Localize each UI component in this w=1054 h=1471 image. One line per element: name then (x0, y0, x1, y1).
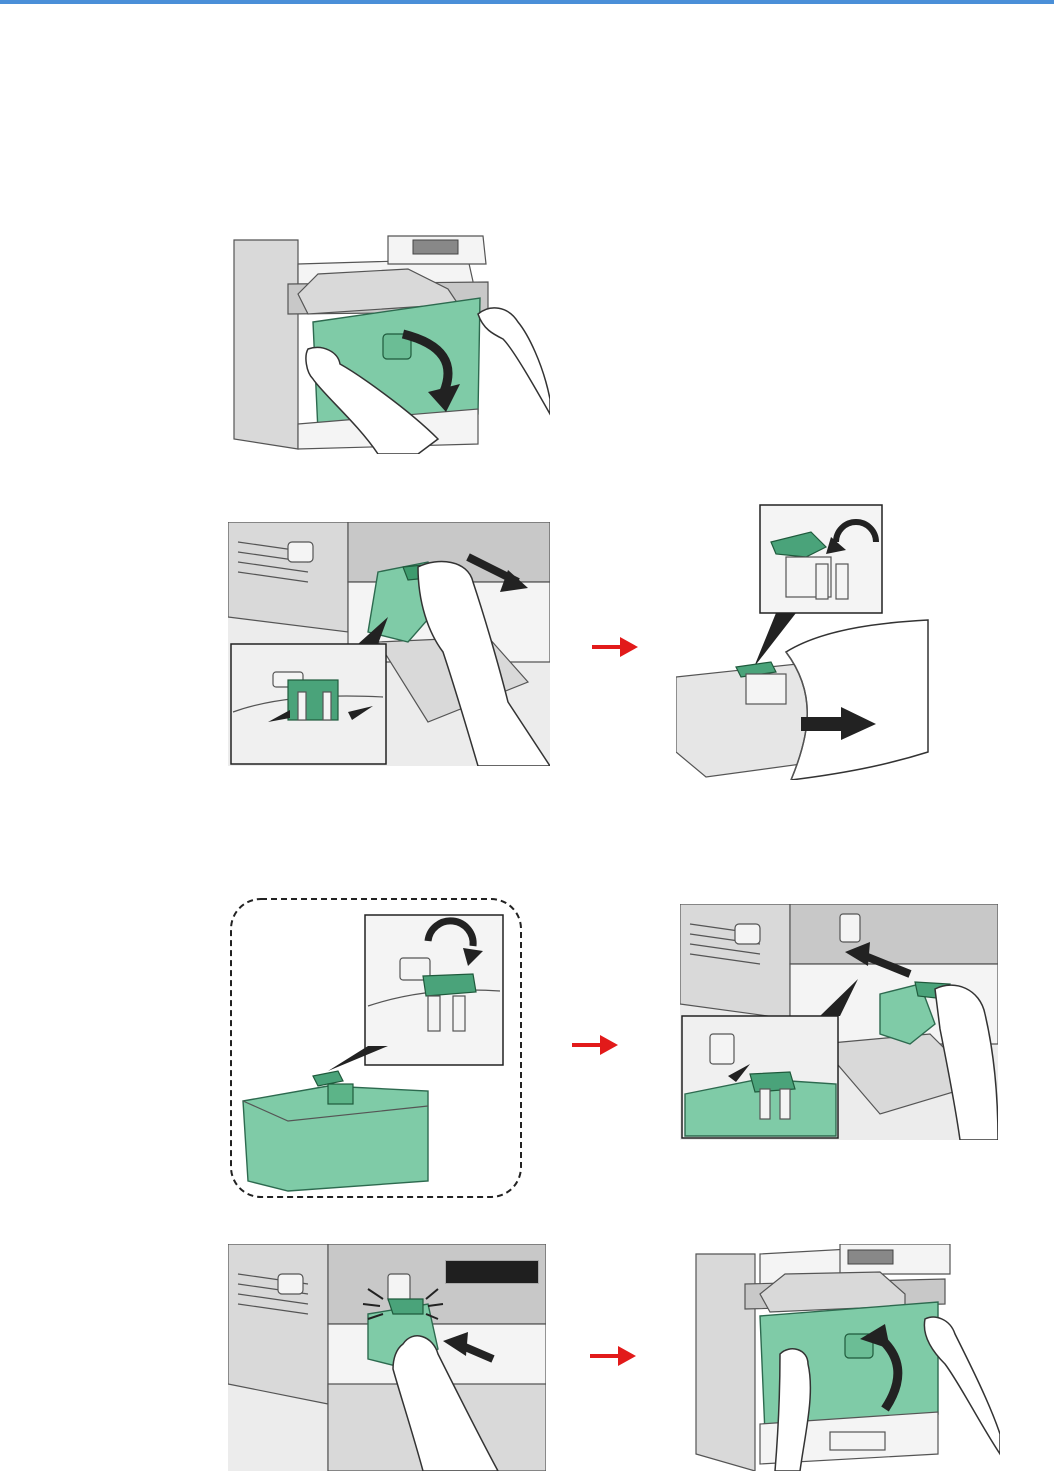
figure-close-cap-waste-toner-box (676, 502, 932, 780)
right-arrow-icon (590, 1346, 636, 1366)
right-arrow-icon (572, 1035, 618, 1055)
figure-new-waste-toner-box-cap (228, 896, 524, 1200)
header-accent-bar (0, 0, 1054, 4)
right-arrow-icon (592, 637, 638, 657)
figure-insert-waste-toner-box (680, 904, 998, 1140)
figure-close-front-cover (690, 1244, 1000, 1471)
figure-remove-waste-toner-box (228, 522, 550, 766)
figure-open-front-cover (228, 234, 550, 454)
click-label-badge (445, 1260, 539, 1284)
